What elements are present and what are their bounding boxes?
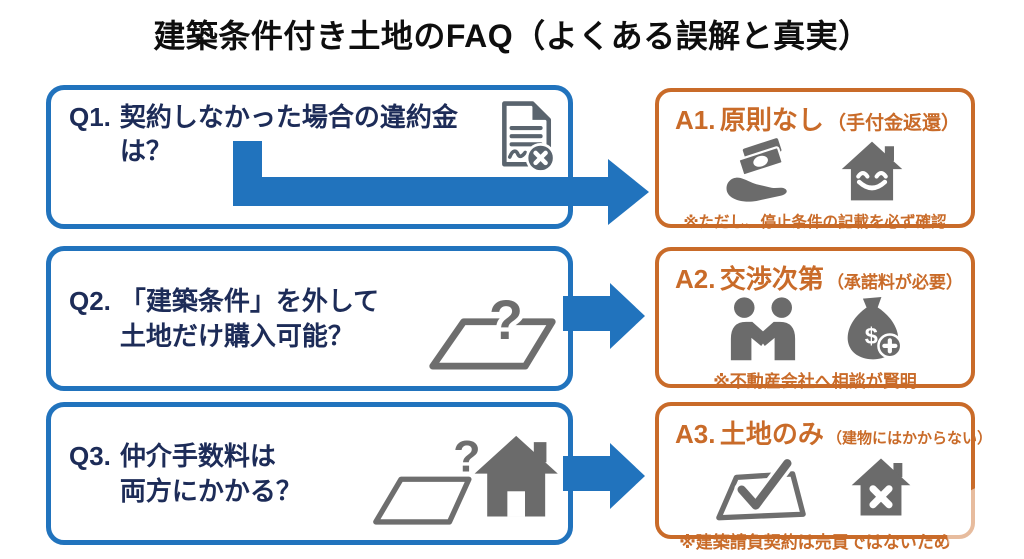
right-arrow-q2-a2 [563, 283, 645, 349]
question-box-2: Q2. 「建築条件」を外して 土地だけ購入可能？ ? [46, 246, 573, 391]
answer-2-note: ※不動産会社へ相談が賢明 [713, 372, 917, 391]
answer-box-3: A3. 土地のみ （建物にはかからない） [655, 402, 992, 552]
question-2-text: Q2. 「建築条件」を外して 土地だけ購入可能？ [69, 284, 379, 353]
question-2-line1: 「建築条件」を外して [119, 286, 380, 317]
question-1-id: Q1. [69, 102, 111, 132]
answer-3-sub: （建物にはかからない） [826, 430, 992, 447]
answer-2-title: A2. 交渉次第 （承諾料が必要） [659, 251, 971, 296]
question-1-line1: 契約しなかった場合の違約金は？ [119, 102, 458, 167]
answer-3-title: A3. 土地のみ （建物にはかからない） [659, 406, 992, 451]
question-1-text: Q1. 契約しなかった場合の違約金は？ [69, 100, 498, 169]
answer-1-id: A1. [675, 105, 716, 135]
answer-1-title: A1. 原則なし （手付金返還） [659, 92, 971, 137]
page-title: 建築条件付き土地のFAQ（よくある誤解と真実） [153, 18, 871, 54]
answer-2-sub: （承諾料が必要） [826, 273, 963, 292]
svg-text:$: $ [865, 323, 878, 349]
land-check-icon [715, 451, 807, 528]
question-3-id: Q3. [69, 441, 111, 472]
answer-1-note: ※ただし、停止条件の記載を必ず確認 [683, 214, 947, 231]
question-box-1: Q1. 契約しなかった場合の違約金は？ [46, 85, 573, 229]
question-box-3: Q3. 仲介手数料は 両方にかかる？ ? [46, 402, 573, 545]
answer-1-sub: （手付金返還） [826, 113, 960, 134]
handshake-icon [725, 296, 801, 367]
land-and-house-question-icon: ? [370, 417, 560, 531]
right-arrow-q3-a3 [563, 443, 645, 509]
answer-3-main: 土地のみ [719, 419, 824, 449]
svg-text:?: ? [453, 432, 480, 481]
money-hand-icon [723, 137, 797, 210]
answer-2-main: 交渉次第 [719, 264, 824, 294]
question-2-id: Q2. [69, 286, 111, 317]
answer-3-id: A3. [675, 419, 716, 449]
answer-2-id: A2. [675, 264, 716, 294]
land-question-icon: ? [425, 262, 560, 375]
question-3-line1: 仲介手数料は [119, 441, 276, 472]
svg-text:?: ? [489, 288, 523, 351]
contract-cancelled-icon [498, 100, 556, 181]
answer-box-1: A1. 原則なし （手付金返還） [655, 88, 975, 231]
question-2-line2: 土地だけ購入可能？ [119, 320, 354, 351]
answer-box-2: A2. 交渉次第 （承諾料が必要） $ [655, 247, 975, 391]
smiling-house-icon [837, 138, 907, 209]
question-3-line2: 両方にかかる？ [119, 475, 302, 506]
house-x-icon [847, 455, 915, 524]
answer-3-note: ※建築請負契約は売買ではないため [679, 533, 951, 552]
question-3-text: Q3. 仲介手数料は 両方にかかる？ [69, 439, 302, 508]
money-bag-plus-icon: $ [841, 296, 905, 367]
answer-1-main: 原則なし [719, 105, 824, 135]
